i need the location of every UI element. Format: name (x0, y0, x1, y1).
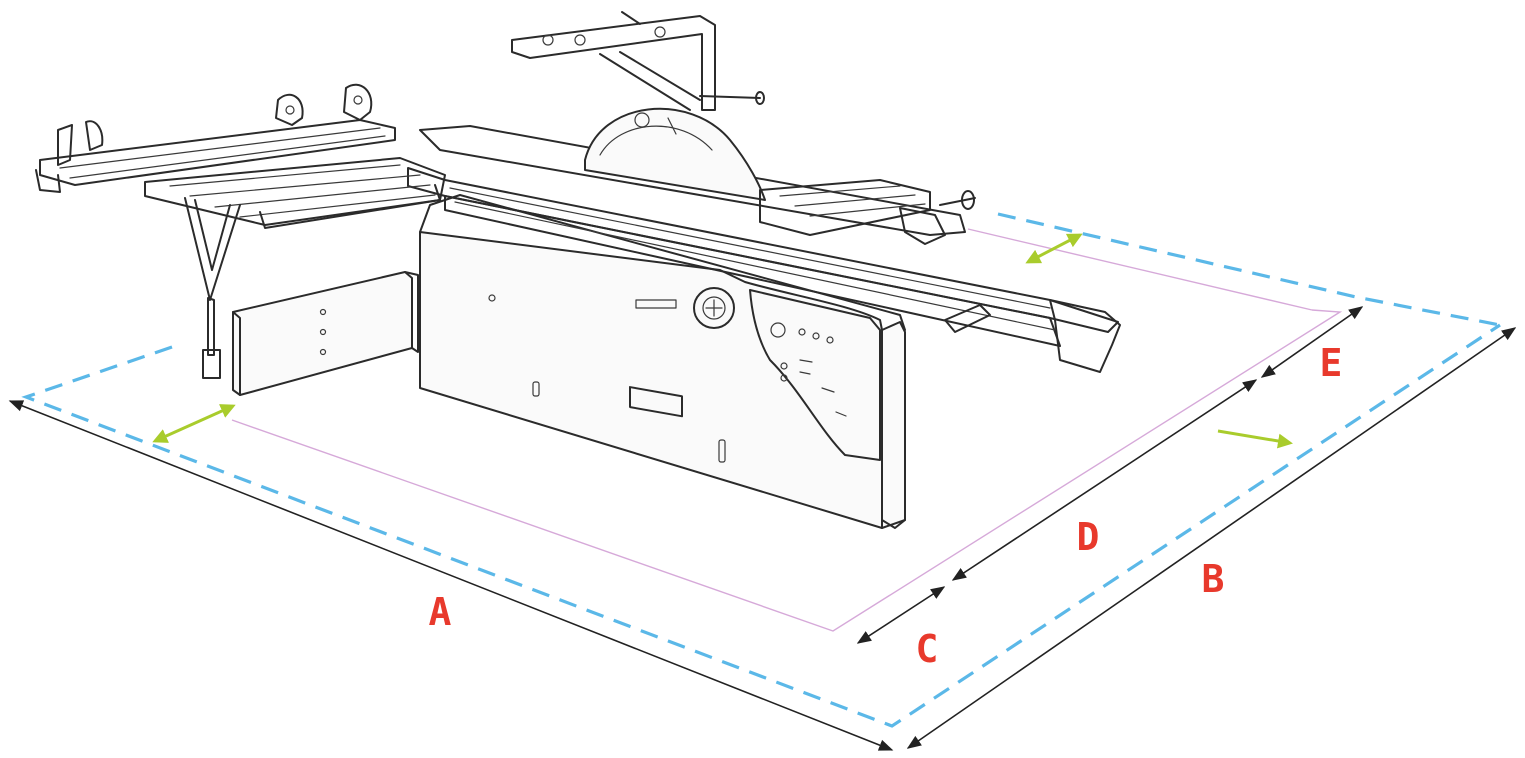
dimension-line-a (8, 400, 894, 751)
dimension-line-c (856, 586, 946, 644)
rear-extension-table (759, 179, 931, 236)
sliding-table-top (407, 167, 1119, 333)
overhead-guard-arm (511, 11, 765, 111)
rear-extension-table-slats (779, 185, 926, 217)
dimension-line-e (1260, 306, 1364, 378)
blade-guard (584, 107, 766, 201)
cabinet-top-edge (419, 194, 906, 331)
working-zone-back-edge (967, 228, 1313, 311)
sliding-panel-saw-icon (35, 11, 1121, 529)
dimension-line-d (951, 379, 1258, 581)
double-headed-arrow-icon (152, 404, 236, 443)
crosscut-frame (144, 157, 446, 229)
cabinet-latch (718, 439, 726, 463)
cabinet-foot (881, 519, 906, 529)
speed-dial-icon (693, 287, 735, 329)
clamp-icon (35, 83, 373, 193)
cabinet-right-side (881, 321, 906, 529)
side-extension-panel (232, 271, 419, 396)
dimension-label-e: E (1320, 341, 1343, 385)
dimension-lines (8, 306, 1517, 751)
support-leg (184, 197, 241, 379)
dimension-label-a: A (429, 590, 452, 634)
rip-fence-rail (419, 125, 966, 236)
nameplate (629, 299, 683, 418)
dimension-label-d: D (1077, 515, 1100, 559)
cabinet-screw (488, 294, 496, 302)
double-headed-arrow-icon (1025, 233, 1083, 264)
sliding-table-groove (454, 201, 1056, 331)
sliding-table-groove (449, 187, 1051, 309)
movement-arrows (152, 233, 1293, 449)
fence-handle-icon (899, 190, 991, 333)
sliding-table-end-cap (1049, 299, 1121, 373)
dimension-line-b (906, 327, 1517, 749)
dimension-labels: A B C D E (429, 341, 1343, 671)
control-panel-buttons (770, 322, 847, 417)
dimension-label-c: C (916, 627, 939, 671)
single-arrow-icon (1217, 429, 1293, 449)
cabinet-latch (532, 381, 540, 397)
control-panel (749, 289, 881, 461)
safety-zone-back-edge (997, 212, 1501, 327)
sliding-table-rail (444, 195, 1061, 347)
dimension-label-b: B (1202, 557, 1225, 601)
